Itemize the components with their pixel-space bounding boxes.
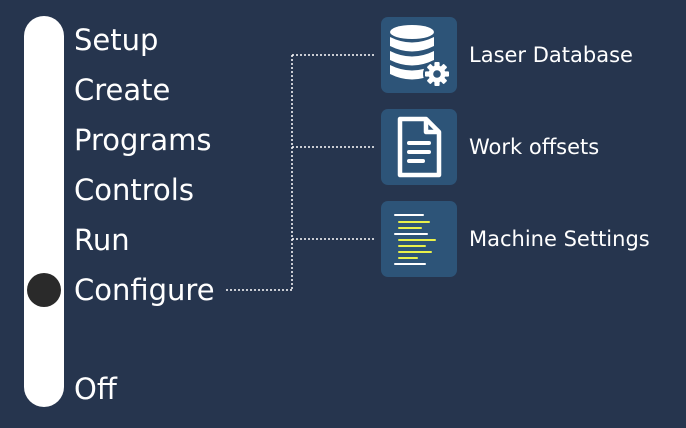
work-offsets-label[interactable]: Work offsets	[469, 135, 600, 159]
mode-selector-track[interactable]	[24, 16, 64, 407]
mode-off[interactable]: Off	[74, 372, 117, 406]
mode-setup[interactable]: Setup	[74, 23, 159, 57]
laser-database-button[interactable]	[381, 17, 457, 93]
laser-database-label[interactable]: Laser Database	[469, 43, 633, 67]
mode-configure[interactable]: Configure	[74, 273, 215, 307]
mode-controls[interactable]: Controls	[74, 173, 194, 207]
mode-selector-knob[interactable]	[27, 273, 61, 307]
mode-create[interactable]: Create	[74, 73, 171, 107]
document-icon	[397, 116, 442, 178]
settings-list-icon	[394, 214, 436, 265]
work-offsets-button[interactable]	[381, 109, 457, 185]
mode-run[interactable]: Run	[74, 223, 130, 257]
database-gear-icon	[390, 25, 451, 88]
machine-settings-button[interactable]	[381, 201, 457, 277]
machine-settings-label[interactable]: Machine Settings	[469, 227, 650, 251]
mode-programs[interactable]: Programs	[74, 123, 212, 157]
